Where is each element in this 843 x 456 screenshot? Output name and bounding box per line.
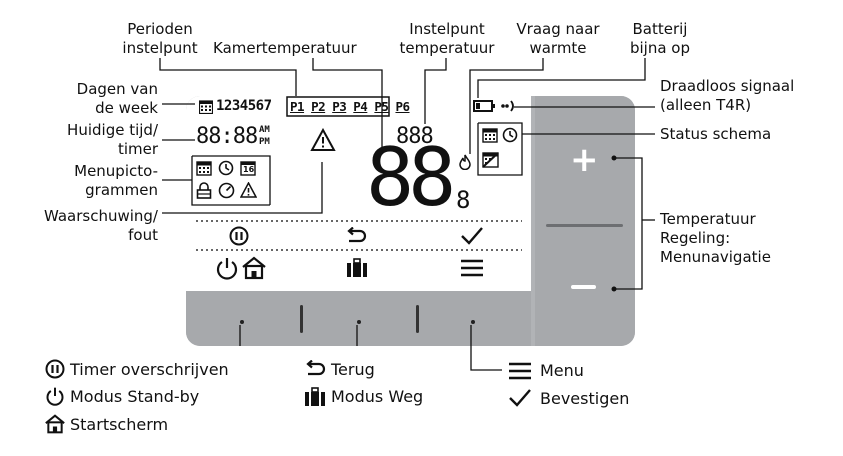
time-display: 88:88	[196, 124, 258, 149]
temperature-up-button[interactable]: +	[570, 140, 599, 180]
period-indicators: P1 P2 P3 P4 P5 P6	[290, 99, 410, 114]
legend-timer-overschrijven: Timer overschrijven	[70, 360, 229, 379]
legend-bevestigen: Bevestigen	[540, 389, 630, 408]
pause-icon	[229, 226, 249, 246]
am-indicator: AM	[259, 125, 270, 135]
temperature-down-button[interactable]	[571, 285, 596, 289]
calendar-icon	[482, 128, 498, 143]
home-icon	[45, 414, 65, 434]
label-kamertemperatuur: Kamertemperatuur	[213, 39, 357, 57]
room-temperature-display: 88	[366, 131, 456, 224]
temperature-decimal: 8	[456, 186, 471, 214]
label-huidige-tijd: Huidige tijd/timer	[67, 121, 158, 158]
calendar-date-icon: 16	[240, 160, 256, 176]
softkey-divider	[300, 305, 303, 333]
checkmark-icon	[509, 389, 531, 407]
back-arrow-icon	[347, 227, 367, 243]
legend-menu: Menu	[540, 361, 584, 380]
calendar-icon	[199, 100, 213, 114]
clock-icon	[218, 160, 234, 176]
label-menupictogrammen: Menupicto-grammen	[74, 162, 158, 199]
softkey-bar	[186, 291, 531, 346]
calendar-date-number: 16	[243, 165, 255, 174]
label-waarschuwing-fout: Waarschuwing/fout	[43, 207, 158, 244]
back-arrow-icon	[306, 360, 326, 376]
lock-icon	[196, 182, 212, 199]
battery-low-icon	[473, 100, 495, 112]
suitcase-icon	[305, 387, 325, 406]
pm-indicator: PM	[259, 137, 270, 147]
softkey-middle-button[interactable]	[357, 320, 361, 324]
softkey-divider	[416, 305, 419, 333]
calendar-icon	[196, 161, 212, 176]
legend-modus-stand-by: Modus Stand-by	[70, 387, 200, 406]
softkey-left-button[interactable]	[240, 320, 244, 324]
warning-icon	[240, 182, 257, 198]
menu-icon	[461, 259, 483, 277]
legend-terug: Terug	[331, 360, 375, 379]
label-status-schema: Status schema	[660, 125, 772, 143]
menu-icon	[509, 362, 531, 380]
temperature-control-panel	[535, 96, 635, 346]
gauge-icon	[218, 182, 235, 199]
label-draadloos-signaal: Draadloos signaal(alleen T4R)	[660, 77, 795, 114]
schedule-override-icon	[482, 152, 499, 168]
power-icon	[216, 258, 238, 280]
home-icon	[242, 256, 266, 280]
wireless-signal-icon	[501, 100, 514, 112]
legend-startscherm: Startscherm	[70, 415, 169, 434]
power-icon	[46, 387, 64, 406]
flame-icon	[459, 154, 471, 170]
suitcase-icon	[347, 258, 367, 277]
checkmark-icon	[461, 227, 483, 245]
pause-icon	[45, 359, 65, 379]
clock-icon	[502, 127, 518, 143]
legend-modus-weg: Modus Weg	[331, 387, 424, 406]
setpoint-display: 888	[396, 124, 434, 149]
softkey-right-button[interactable]	[471, 320, 475, 324]
days-of-week: 1234567	[216, 98, 272, 114]
side-divider	[546, 224, 623, 227]
warning-fault-icon	[310, 128, 336, 151]
